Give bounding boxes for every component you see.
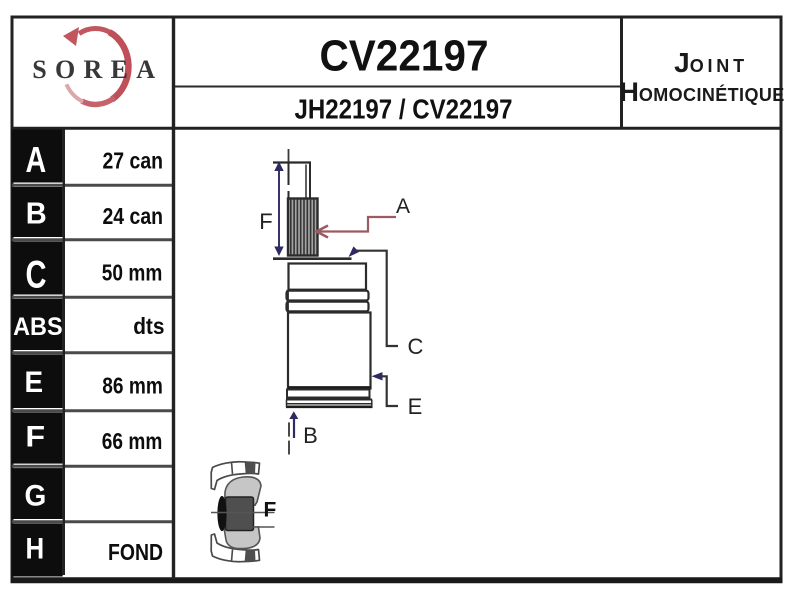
svg-text:CV22197: CV22197 xyxy=(320,32,489,81)
svg-text:G: G xyxy=(25,480,47,513)
svg-text:66 mm: 66 mm xyxy=(102,428,163,454)
svg-text:A: A xyxy=(26,139,47,180)
svg-text:B: B xyxy=(303,423,318,448)
svg-text:C: C xyxy=(26,254,47,297)
svg-text:86 mm: 86 mm xyxy=(102,373,163,399)
svg-text:50 mm: 50 mm xyxy=(102,260,163,286)
svg-text:HOMOCINÉTIQUE: HOMOCINÉTIQUE xyxy=(619,77,784,107)
svg-text:FOND: FOND xyxy=(108,539,163,565)
svg-text:E: E xyxy=(25,366,44,399)
svg-text:JH22197 / CV22197: JH22197 / CV22197 xyxy=(295,93,513,124)
svg-text:F: F xyxy=(264,499,277,522)
svg-text:ABS: ABS xyxy=(13,313,63,341)
svg-text:E: E xyxy=(408,394,423,419)
svg-text:SOREA: SOREA xyxy=(32,55,163,84)
svg-text:C: C xyxy=(408,334,424,359)
svg-text:B: B xyxy=(26,196,47,231)
svg-text:A: A xyxy=(396,195,410,218)
svg-text:H: H xyxy=(25,533,44,566)
svg-text:27 can: 27 can xyxy=(103,148,164,174)
svg-text:F: F xyxy=(259,209,272,234)
svg-text:JOINT: JOINT xyxy=(674,47,748,78)
svg-text:dts: dts xyxy=(133,313,164,339)
svg-text:F: F xyxy=(25,421,45,454)
svg-text:24 can: 24 can xyxy=(103,203,164,229)
